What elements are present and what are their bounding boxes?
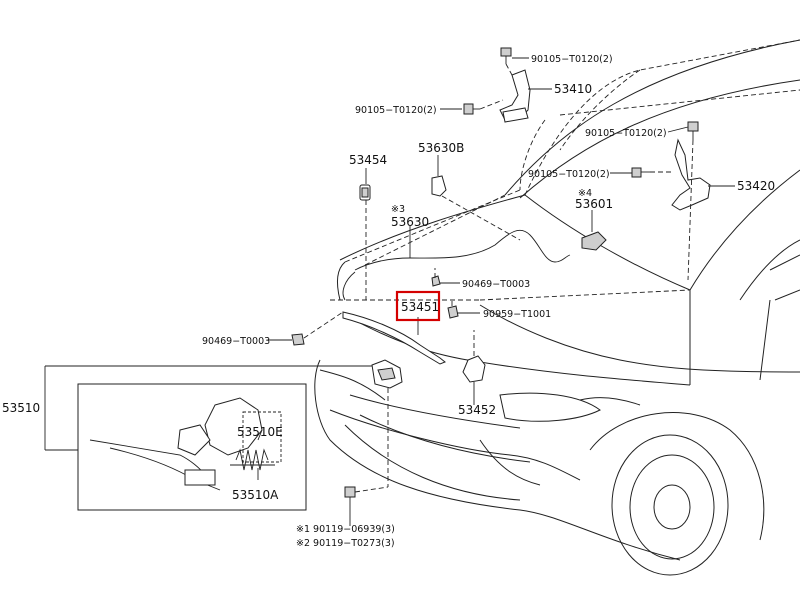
clip-icon (291, 333, 305, 346)
car-body-outline (314, 39, 800, 576)
label-90105-right1: 90105−T0120(2) (585, 128, 667, 139)
hood-hinge-53420 (671, 138, 711, 211)
clip-icon (431, 275, 441, 287)
label-90105-top: 90105−T0120(2) (531, 54, 613, 65)
label-53630: 53630 (391, 215, 429, 229)
label-53601: 53601 (575, 197, 613, 211)
label-bolt-2: ※2 90119−T0273(3) (296, 538, 395, 549)
note-4: ※4 (578, 188, 592, 199)
label-53510: 53510 (2, 401, 40, 415)
label-90105-right2: 90105−T0120(2) (528, 169, 610, 180)
label-90959: 90959−T1001 (483, 309, 551, 320)
clip-icon (447, 305, 459, 319)
label-53510A: 53510A (232, 488, 279, 502)
part-labels: 90105−T0120(2) 90105−T0120(2) 53410 9010… (2, 54, 775, 549)
bolt-icon (687, 121, 699, 140)
hood-seal-53451 (342, 311, 446, 365)
label-90469-mid: 90469−T0003 (462, 279, 530, 290)
hood-lock-53510 (371, 359, 403, 389)
label-53420: 53420 (737, 179, 775, 193)
part-53601 (581, 231, 607, 251)
label-90469-left: 90469−T0003 (202, 336, 270, 347)
hood-hinge-53410 (499, 69, 531, 123)
hood-support-53454 (359, 184, 371, 201)
label-bolt-1: ※1 90119−06939(3) (296, 524, 395, 535)
highlight-box (395, 290, 441, 322)
bolt-icon (463, 103, 480, 115)
label-53454: 53454 (349, 153, 387, 167)
leader-lines (44, 57, 735, 526)
hood-catch-53452 (462, 355, 486, 383)
detail-inset-box (77, 383, 307, 511)
label-53630B: 53630B (418, 141, 464, 155)
bolt-icon (344, 486, 356, 520)
bolt-icon (631, 167, 650, 178)
hood-lock-cable-53630 (342, 229, 571, 301)
note-3: ※3 (391, 204, 405, 215)
bolt-icon (500, 47, 512, 64)
label-53510E: 53510E (237, 425, 283, 439)
label-53452: 53452 (458, 403, 496, 417)
label-53451: 53451 (401, 300, 439, 314)
label-90105-left: 90105−T0120(2) (355, 105, 437, 116)
hood-cushion-53630B (431, 175, 447, 197)
label-53410: 53410 (554, 82, 592, 96)
